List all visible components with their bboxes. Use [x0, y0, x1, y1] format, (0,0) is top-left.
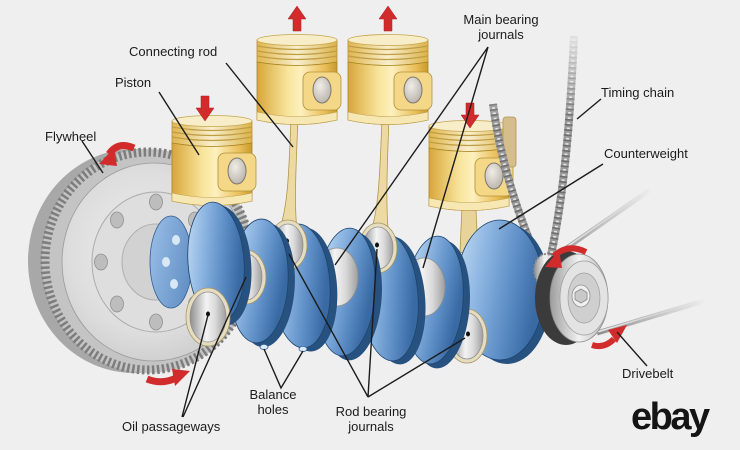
piston2-up-arrow-icon — [287, 5, 307, 32]
label-piston: Piston — [115, 75, 152, 90]
wrist-pin-hole — [312, 76, 332, 104]
label-rod-bearing-journals: Rod bearing journals — [335, 404, 407, 434]
leader-piston — [158, 91, 200, 156]
pulley-bolt — [574, 288, 588, 304]
balance-hole-2 — [298, 345, 308, 352]
leader-connecting-rod — [225, 62, 294, 148]
label-drivebelt: Drivebelt — [622, 366, 674, 381]
leader-main-bearing-journals — [334, 46, 489, 269]
piston-2 — [256, 34, 342, 125]
label-oil-passageways: Oil passageways — [122, 419, 221, 434]
leader-lines — [81, 46, 648, 418]
wrist-pin-hole — [227, 157, 247, 185]
drivebelt-upper-strand — [556, 187, 652, 257]
oil-passageway-dot-3 — [375, 242, 379, 248]
piston3-up-arrow-icon — [378, 5, 398, 32]
leader-rod-bearing-journals — [288, 248, 466, 398]
leader-flywheel — [81, 140, 104, 174]
label-timing-chain: Timing chain — [601, 85, 675, 100]
pulley-rotation-arrow-bottom-icon — [591, 325, 627, 350]
label-connecting-rod: Connecting rod — [129, 44, 218, 59]
leader-oil-passageways — [181, 276, 247, 418]
oil-passageway-dot-4 — [466, 331, 470, 337]
oil-passageway-dot-1 — [206, 311, 210, 317]
piston1-down-arrow-icon — [195, 95, 215, 122]
wrist-pin-hole — [484, 162, 504, 190]
crank-flange — [149, 215, 193, 309]
balance-hole-1 — [259, 343, 269, 350]
piston4-down-arrow-icon — [460, 102, 480, 129]
label-flywheel: Flywheel — [45, 129, 97, 144]
label-counterweight: Counterweight — [604, 146, 688, 161]
drivebelt-lower-strand — [596, 298, 705, 336]
label-balance-holes: Balance holes — [249, 387, 297, 417]
leader-drivebelt — [616, 331, 648, 367]
wrist-pin-hole — [403, 76, 423, 104]
leader-counterweight — [498, 163, 604, 230]
leader-timing-chain — [576, 98, 602, 120]
ebay-logo: ebay — [631, 396, 710, 438]
flywheel-rotation-arrow-bottom-icon — [145, 369, 190, 386]
piston-3 — [347, 34, 433, 125]
piston-1 — [171, 115, 257, 206]
crank-pulley — [535, 251, 609, 345]
label-main-bearing-journals: Main bearing journals — [463, 12, 539, 42]
flywheel-rotation-arrow-top-icon — [99, 142, 136, 166]
pulley-rotation-arrow-top-icon — [545, 245, 588, 268]
leader-balance-holes — [263, 348, 304, 390]
